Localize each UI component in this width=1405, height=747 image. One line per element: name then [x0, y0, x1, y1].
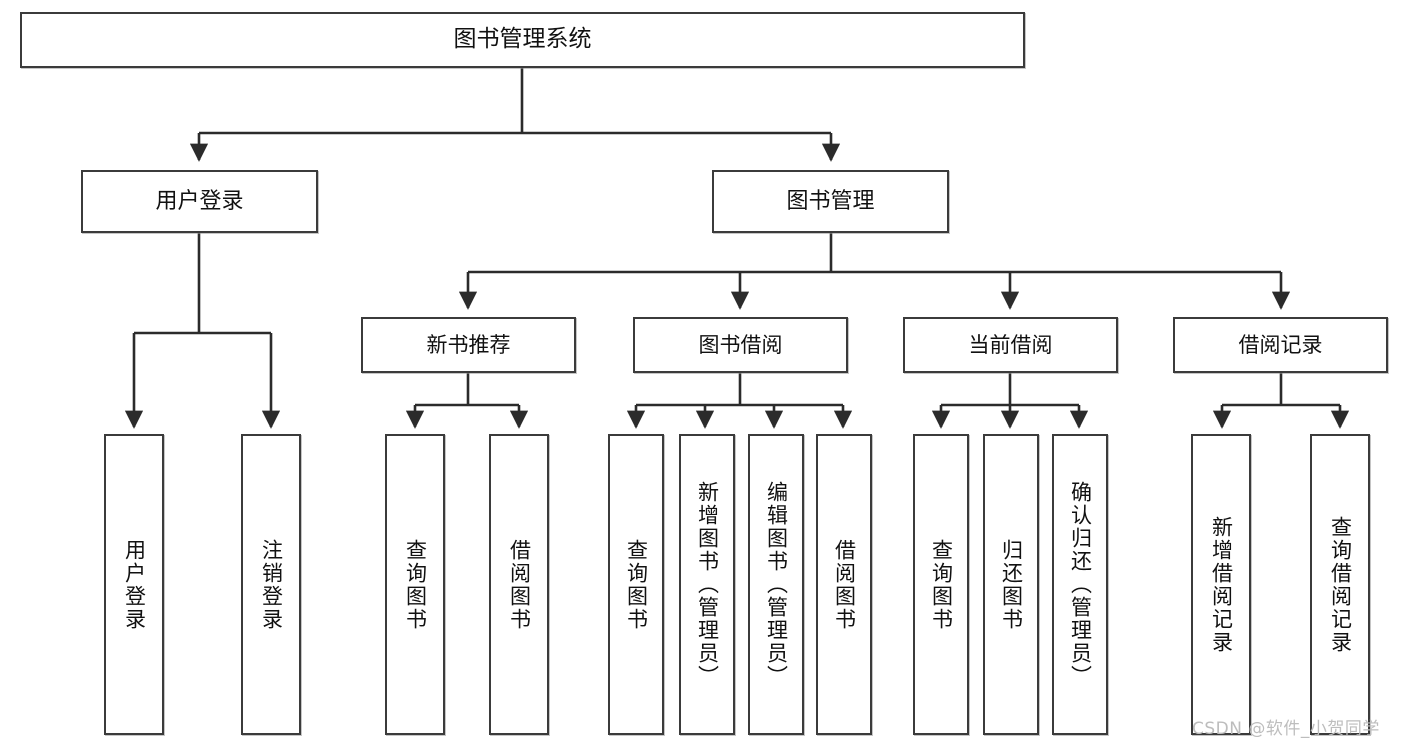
leaf-current-return-book-label: 归还图书 — [999, 538, 1024, 631]
leaf-user-login-login-label: 用户登录 — [122, 538, 147, 631]
node-user-login-label: 用户登录 — [155, 188, 244, 214]
node-borrow-record-label: 借阅记录 — [1238, 332, 1323, 357]
leaf-borrow-borrow-book[interactable]: 借阅图书 — [816, 434, 872, 735]
leaf-record-add-record-label: 新增借阅记录 — [1209, 515, 1234, 654]
leaf-record-query-record-label: 查询借阅记录 — [1328, 515, 1353, 654]
leaf-user-login-login[interactable]: 用户登录 — [104, 434, 164, 735]
watermark-text: CSDN @软件_小贺同学 — [1192, 719, 1380, 739]
leaf-user-login-logout-label: 注销登录 — [259, 538, 284, 631]
leaf-borrow-borrow-book-label: 借阅图书 — [832, 538, 857, 631]
leaf-current-return-book[interactable]: 归还图书 — [983, 434, 1039, 735]
node-current-borrow[interactable]: 当前借阅 — [903, 317, 1118, 373]
leaf-record-add-record[interactable]: 新增借阅记录 — [1191, 434, 1251, 735]
node-book-borrow[interactable]: 图书借阅 — [633, 317, 848, 373]
leaf-borrow-query-book[interactable]: 查询图书 — [608, 434, 664, 735]
node-book-management[interactable]: 图书管理 — [712, 170, 949, 233]
node-new-book-recommend-label: 新书推荐 — [426, 332, 511, 357]
leaf-current-confirm-return-admin-label: 确认归还（管理员） — [1068, 481, 1093, 688]
leaf-borrow-add-book-admin[interactable]: 新增图书（管理员） — [679, 434, 735, 735]
node-user-login[interactable]: 用户登录 — [81, 170, 318, 233]
leaf-recommend-borrow-book[interactable]: 借阅图书 — [489, 434, 549, 735]
leaf-recommend-query-book-label: 查询图书 — [403, 538, 428, 631]
leaf-user-login-logout[interactable]: 注销登录 — [241, 434, 301, 735]
node-book-management-label: 图书管理 — [786, 188, 875, 214]
node-root[interactable]: 图书管理系统 — [20, 12, 1025, 68]
leaf-recommend-borrow-book-label: 借阅图书 — [507, 538, 532, 631]
node-book-borrow-label: 图书借阅 — [698, 332, 783, 357]
node-current-borrow-label: 当前借阅 — [968, 332, 1053, 357]
leaf-borrow-edit-book-admin-label: 编辑图书（管理员） — [764, 481, 789, 688]
leaf-borrow-edit-book-admin[interactable]: 编辑图书（管理员） — [748, 434, 804, 735]
leaf-current-confirm-return-admin[interactable]: 确认归还（管理员） — [1052, 434, 1108, 735]
node-root-label: 图书管理系统 — [453, 26, 592, 53]
node-new-book-recommend[interactable]: 新书推荐 — [361, 317, 576, 373]
leaf-recommend-query-book[interactable]: 查询图书 — [385, 434, 445, 735]
node-borrow-record[interactable]: 借阅记录 — [1173, 317, 1388, 373]
leaf-current-query-book[interactable]: 查询图书 — [913, 434, 969, 735]
leaf-record-query-record[interactable]: 查询借阅记录 — [1310, 434, 1370, 735]
leaf-borrow-add-book-admin-label: 新增图书（管理员） — [695, 481, 720, 688]
leaf-current-query-book-label: 查询图书 — [929, 538, 954, 631]
leaf-borrow-query-book-label: 查询图书 — [624, 538, 649, 631]
